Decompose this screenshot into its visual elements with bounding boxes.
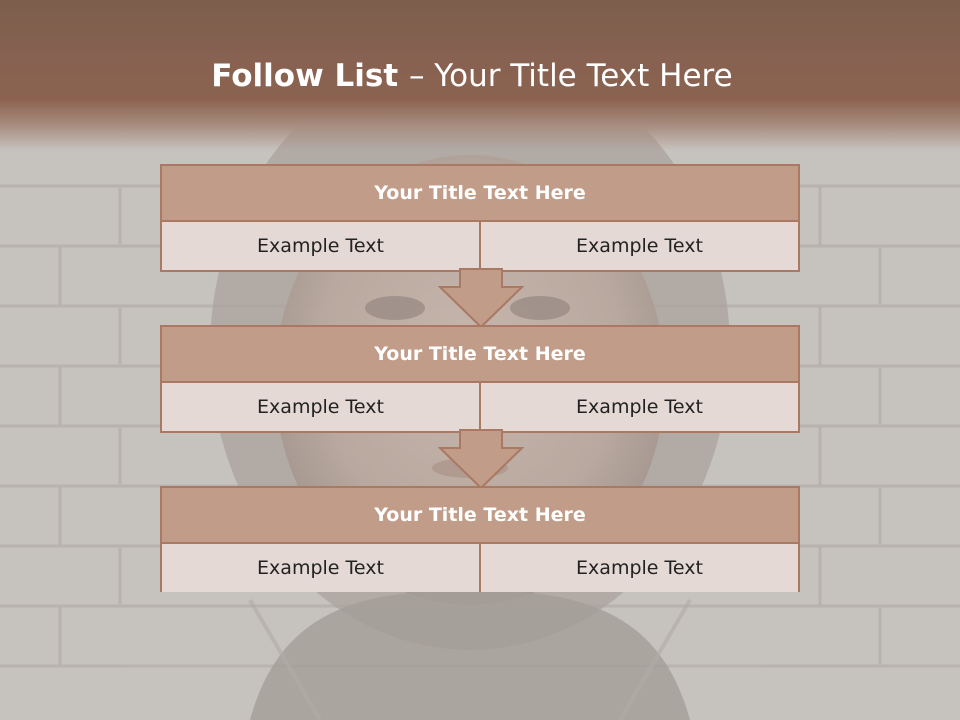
block-cell-right: Example Text bbox=[479, 383, 798, 431]
slide-title-rest: – Your Title Text Here bbox=[408, 58, 733, 94]
list-block-2: Your Title Text Here Example Text Exampl… bbox=[160, 325, 800, 433]
block-title: Your Title Text Here bbox=[162, 488, 798, 544]
block-title: Your Title Text Here bbox=[162, 166, 798, 222]
list-block-3: Your Title Text Here Example Text Exampl… bbox=[160, 486, 800, 592]
slide-title: Follow List – Your Title Text Here bbox=[0, 56, 944, 96]
block-cell-right: Example Text bbox=[479, 222, 798, 270]
list-block-1: Your Title Text Here Example Text Exampl… bbox=[160, 164, 800, 272]
slide-title-bold: Follow List bbox=[211, 58, 409, 94]
header-band bbox=[0, 0, 960, 150]
block-cell-left: Example Text bbox=[162, 383, 479, 431]
block-cell-right: Example Text bbox=[479, 544, 798, 592]
block-row: Example Text Example Text bbox=[162, 544, 798, 592]
block-cell-left: Example Text bbox=[162, 222, 479, 270]
block-row: Example Text Example Text bbox=[162, 383, 798, 431]
block-cell-left: Example Text bbox=[162, 544, 479, 592]
block-title: Your Title Text Here bbox=[162, 327, 798, 383]
block-row: Example Text Example Text bbox=[162, 222, 798, 270]
down-arrow-icon bbox=[438, 429, 524, 489]
down-arrow-icon bbox=[438, 268, 524, 328]
